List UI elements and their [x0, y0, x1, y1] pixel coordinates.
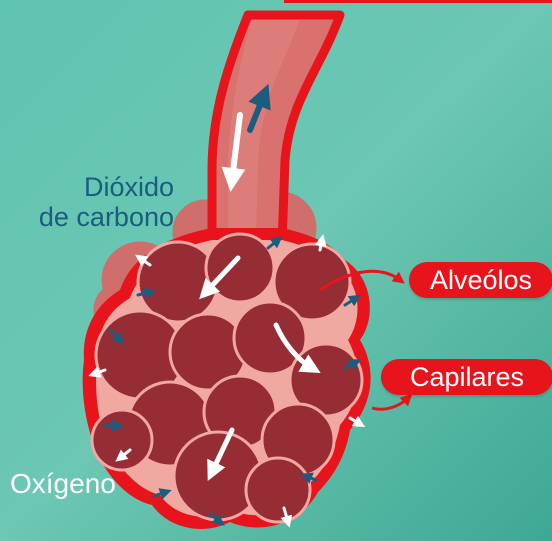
capilares-badge: Capilares — [381, 359, 552, 395]
carbon-dioxide-label-line2: de carbono — [14, 202, 174, 232]
carbon-dioxide-label: Dióxido de carbono — [14, 172, 174, 232]
white-arrow-icon — [320, 240, 322, 250]
alveolos-badge: Alveólos — [409, 262, 552, 298]
oxygen-label: Oxígeno — [10, 470, 116, 498]
top-accent-bar — [284, 0, 552, 3]
carbon-dioxide-label-line1: Dióxido — [14, 172, 174, 202]
